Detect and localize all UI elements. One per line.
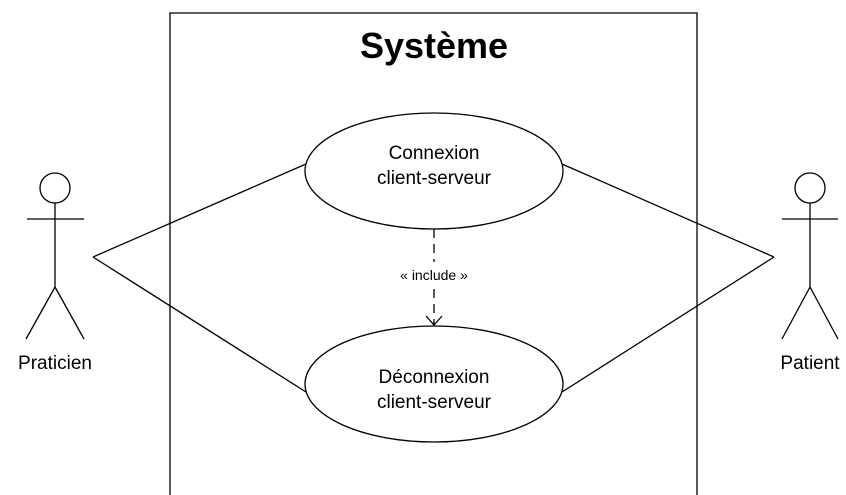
- actor-praticien-right-leg: [54, 286, 85, 340]
- association-patient-deconnexion: [561, 256, 775, 393]
- actor-patient: Patient: [780, 172, 840, 374]
- system-boundary-frame: [169, 12, 698, 495]
- association-praticien-connexion: [92, 163, 307, 258]
- system-boundary: Système: [169, 12, 698, 495]
- include-label: « include »: [400, 267, 468, 283]
- use-case-deconnexion: Déconnexion client-serveur: [304, 325, 564, 443]
- use-case-connexion-line1: Connexion: [389, 143, 480, 164]
- use-case-deconnexion-line1: Déconnexion: [379, 367, 490, 388]
- actor-patient-right-leg: [809, 286, 839, 340]
- associations: [92, 163, 775, 393]
- use-case-deconnexion-ellipse: [304, 325, 564, 443]
- association-praticien-deconnexion: [92, 256, 307, 393]
- actor-patient-head: [794, 172, 826, 204]
- actor-praticien-label: Praticien: [18, 353, 92, 374]
- system-title: Système: [360, 25, 508, 66]
- actor-praticien-head: [39, 172, 71, 204]
- use-case-deconnexion-line2: client-serveur: [377, 392, 492, 413]
- include-dependency: « include »: [400, 229, 468, 326]
- include-arrowhead: [425, 315, 443, 326]
- actor-praticien: Praticien: [18, 172, 92, 374]
- use-case-connexion-ellipse: [304, 112, 564, 230]
- actor-patient-left-leg: [781, 286, 811, 340]
- actor-patient-label: Patient: [780, 353, 840, 374]
- use-case-connexion: Connexion client-serveur: [304, 112, 564, 230]
- association-patient-connexion: [561, 163, 775, 258]
- actor-praticien-left-leg: [25, 286, 56, 340]
- use-case-connexion-line2: client-serveur: [377, 168, 492, 189]
